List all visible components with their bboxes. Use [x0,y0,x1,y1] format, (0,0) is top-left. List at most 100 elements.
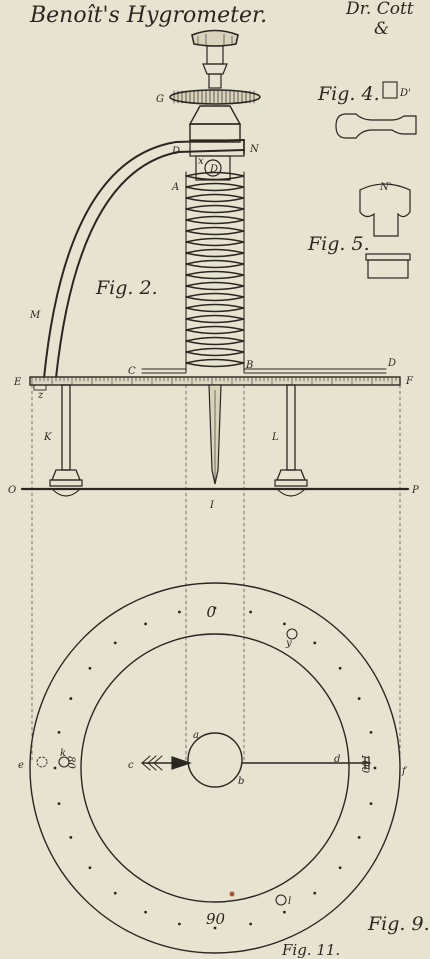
dial-number-top: 0 [206,602,216,620]
plate-corner-top: Dr. Cott [345,0,414,19]
label-k-dial: k [60,748,66,759]
coil-turn [185,215,245,225]
needle-i [208,384,222,485]
dial-dot [57,730,61,734]
coil-turn [185,292,245,302]
label-f: F [405,376,414,387]
fig4-caption: Fig. 4. [317,83,380,105]
fig11-caption: Fig. 11. [281,941,340,959]
knob [191,29,239,89]
projection-lines [31,384,401,761]
dial-dot [313,891,317,895]
helical-coil [185,171,245,368]
label-a-dial: a [193,730,199,741]
milled-wheel-g [169,89,261,105]
dial-dot [57,802,61,806]
bent-arm [43,139,245,379]
coil-turn [185,347,245,357]
coil-turn [185,259,245,269]
coil-turn [185,303,245,313]
label-k: K [43,432,52,443]
dial-number-right: 100 [359,754,370,774]
dial-dot [144,910,147,914]
coil-turn [185,182,245,192]
coil-turn [185,193,245,203]
dial-dot [69,697,73,700]
dial-dot [369,730,373,734]
label-a: A [171,182,179,193]
dial-dot [113,891,117,895]
dial-number-left: 80 [65,756,76,769]
dial-dot [357,836,361,839]
graduated-plate [29,376,401,391]
dial-dot [213,926,217,930]
dial-dot [53,766,57,770]
label-l: L [271,432,279,443]
label-n: N [249,144,260,155]
fig4-part [335,81,417,139]
coil-turn [185,281,245,291]
label-b: B [245,360,253,371]
dial-number-bottom: 90 [206,910,226,928]
dial-dot [88,866,92,870]
dial-dot [88,666,92,670]
coil-turn [185,237,245,247]
label-g: G [156,94,164,105]
coil-turn [185,204,245,214]
label-d-right: D [387,358,396,369]
fig5-label: N' [379,182,392,193]
label-b-dial: b [238,776,244,787]
label-i: I [209,500,215,511]
label-o: O [8,485,16,496]
dial-dot [177,922,181,926]
label-d-top: D [171,146,180,157]
label-c: C [128,366,136,377]
label-c-dial: c [128,760,134,771]
coil-turn [185,226,245,236]
dial-dot [144,622,147,626]
coil-turn [185,270,245,280]
dial-dot [283,910,286,914]
coil-turn [185,325,245,335]
dial [29,582,401,954]
coil-turn [185,358,245,368]
dial-dot [373,766,377,770]
fig5-caption: Fig. 5. [307,233,370,255]
label-d-cam: D [209,164,218,175]
dial-dot [177,610,181,614]
dial-dot [338,866,342,870]
coil-turn [185,314,245,324]
dial-dot [357,697,361,700]
dial-dot [313,641,317,645]
label-f-dial: f [401,766,408,777]
dial-dot [283,622,286,626]
fig2-caption: Fig. 2. [95,277,158,299]
fig4-label: D' [399,88,411,99]
leg-l [274,384,308,497]
dial-dot [369,802,373,806]
label-e: E [13,377,22,388]
arrow-icon [141,755,192,771]
dial-dot [338,666,342,670]
label-z: z [37,390,44,401]
leg-k [49,384,83,497]
dial-dot [249,610,253,614]
label-d-dial: d [334,754,340,765]
label-p: P [411,485,419,496]
fig9-caption: Fig. 9. [367,913,430,935]
dial-dot [213,606,217,610]
label-x: x [198,156,204,167]
dial-dot [113,641,117,645]
dial-hub [187,732,243,788]
label-e-dial: e [18,760,24,771]
plate-corner-bottom: & [374,19,389,39]
fig5-part [359,183,411,279]
dial-dot [69,836,73,839]
label-y-dial: y [285,638,292,649]
label-l-dial: l [288,896,291,907]
plate-title: Benoît's Hygrometer. [29,3,267,28]
coil-turn [185,248,245,258]
coil-turn [185,336,245,346]
